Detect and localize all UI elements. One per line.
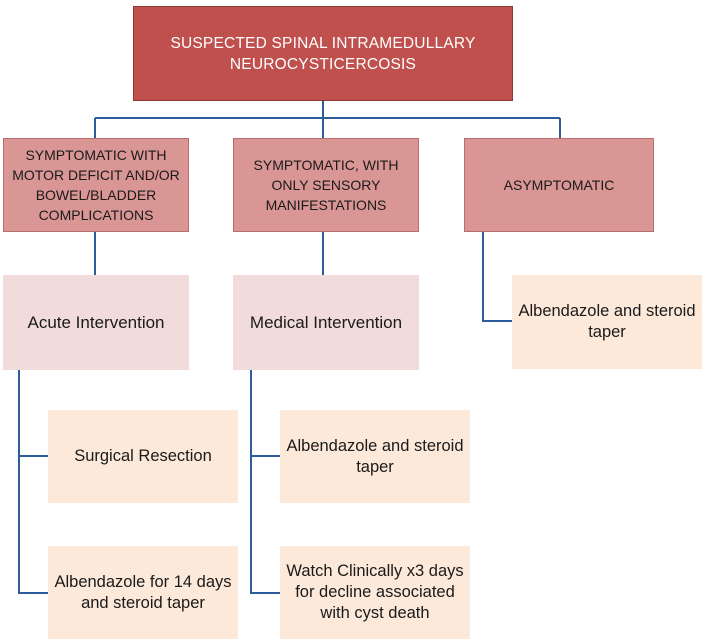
leaf-line: Albendazole and steroid [286, 436, 464, 455]
leaf-line: Albendazole and steroid [518, 302, 696, 320]
leaf-line: with cyst death [320, 604, 430, 622]
acute-intervention-node: Acute Intervention [3, 275, 189, 370]
leaf-line: Surgical Resection [74, 447, 212, 465]
leaf-line: and steroid taper [81, 593, 205, 612]
albendazole-14-days-node: Albendazole for 14 days and steroid tape… [48, 546, 238, 639]
asymptomatic-treatment-node: Albendazole and steroid taper [512, 275, 702, 369]
root-node: SUSPECTED SPINAL INTRAMEDULLARY NEUROCYS… [133, 6, 513, 101]
leaf-line: Watch Clinically x3 days [286, 562, 464, 580]
leaf-line: taper [356, 457, 394, 476]
connector-albendazole-14 [18, 456, 48, 594]
category-line: SYMPTOMATIC WITH [25, 147, 167, 163]
leaf-line: taper [588, 323, 626, 341]
albendazole-steroid-node: Albendazole and steroid taper [280, 410, 470, 503]
root-line-1: SUSPECTED SPINAL INTRAMEDULLARY [170, 34, 476, 52]
connector-watch [250, 456, 280, 594]
watch-clinically-node: Watch Clinically x3 days for decline ass… [280, 546, 470, 639]
surgical-resection-node: Surgical Resection [48, 410, 238, 503]
category-line: SYMPTOMATIC, WITH [253, 157, 399, 173]
medical-intervention-label: Medical Intervention [249, 312, 403, 332]
category-line: MOTOR DEFICIT AND/OR [12, 167, 180, 183]
leaf-line: Albendazole for 14 days [54, 572, 232, 591]
medical-intervention-node: Medical Intervention [233, 275, 419, 370]
category-symptomatic-motor: SYMPTOMATIC WITH MOTOR DEFICIT AND/OR BO… [3, 138, 189, 232]
leaf-line: for decline associated [295, 583, 455, 601]
category-line: MANIFESTATIONS [265, 197, 387, 213]
acute-intervention-label: Acute Intervention [27, 312, 165, 332]
connector-surgical [18, 370, 48, 457]
connector-asymptomatic [482, 232, 512, 322]
root-line-2: NEUROCYSTICERCOSIS [229, 55, 417, 73]
category-line: ONLY SENSORY [271, 177, 381, 193]
category-asymptomatic: ASYMPTOMATIC [464, 138, 654, 232]
category-line: ASYMPTOMATIC [503, 177, 615, 193]
category-symptomatic-sensory: SYMPTOMATIC, WITH ONLY SENSORY MANIFESTA… [233, 138, 419, 232]
category-line: BOWEL/BLADDER [35, 187, 157, 203]
connector-albendazole-steroid [250, 370, 280, 457]
category-line: COMPLICATIONS [38, 207, 154, 223]
